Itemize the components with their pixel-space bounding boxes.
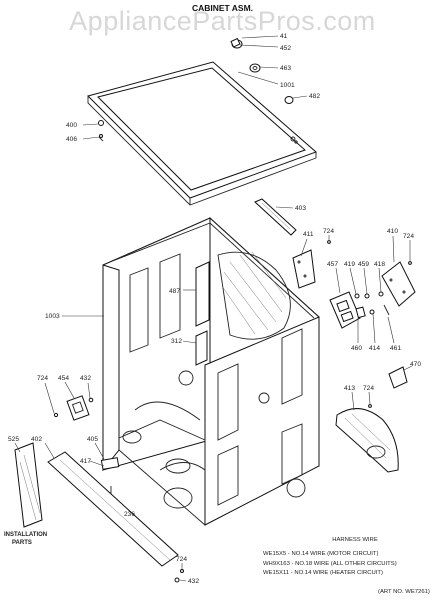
label-724-e: 724 [176,556,187,563]
label-419: 419 [344,261,355,268]
top-cover[interactable] [87,61,317,206]
label-405: 405 [87,436,98,443]
harness-wire-notes: HARNESS WIRE WE15X5 - NO.14 WIRE (MOTOR … [263,536,443,579]
toe-panel-402[interactable] [47,451,179,567]
label-417: 417 [80,458,91,465]
label-487: 487 [169,288,180,295]
label-724-a: 724 [323,228,334,235]
label-432-a: 432 [80,375,91,382]
harness-line-2: WH9X163 - NO.18 WIRE (ALL OTHER CIRCUITS… [263,560,397,567]
label-402: 402 [31,436,42,443]
installation-panel-525[interactable] [14,442,43,528]
art-number: (ART NO. WE7261) [378,589,430,595]
switch-454[interactable] [66,395,90,421]
label-411: 411 [303,231,314,238]
harness-wire-header: HARNESS WIRE [332,537,378,543]
label-1003: 1003 [45,313,60,320]
installation-line-1: INSTALLATION [4,532,48,538]
label-470: 470 [410,361,421,368]
diagram-title: CABINET ASM. [191,3,254,13]
label-414: 414 [369,345,380,352]
label-525: 525 [8,436,19,443]
label-41: 41 [280,33,288,40]
harness-line-3: WE15X11 - NO.14 WIRE (HEATER CIRCUIT) [263,570,383,577]
label-724-b: 724 [403,233,414,240]
label-459: 459 [358,261,369,268]
label-406: 406 [66,136,77,143]
label-463: 463 [280,65,291,72]
label-410: 410 [387,228,398,235]
plate-410[interactable] [381,261,416,307]
label-1001: 1001 [280,82,295,89]
label-482: 482 [309,93,320,100]
label-403: 403 [295,205,306,212]
label-236: 236 [124,511,135,518]
label-452: 452 [280,45,291,52]
installation-parts-label: INSTALLATION PARTS [4,531,64,547]
label-418: 418 [374,261,385,268]
hinge-parts[interactable] [98,37,294,142]
label-461: 461 [390,345,401,352]
cover-plate-470[interactable] [388,366,408,389]
label-724-d: 724 [363,385,374,392]
bracket-411[interactable] [292,249,316,289]
cabinet-body[interactable] [102,216,320,526]
label-413: 413 [344,385,355,392]
installation-line-2: PARTS [12,540,32,546]
label-454: 454 [58,375,69,382]
label-312: 312 [171,338,182,345]
label-460: 460 [351,345,362,352]
label-457: 457 [327,261,338,268]
front-brace[interactable] [254,198,297,236]
harness-cover-413[interactable] [335,408,399,473]
label-724-c: 724 [37,375,48,382]
label-400: 400 [66,122,77,129]
latch-405[interactable] [100,457,120,470]
label-432-b: 432 [188,578,199,585]
harness-line-1: WE15X5 - NO.14 WIRE (MOTOR CIRCUIT) [263,551,379,558]
terminal-block-457[interactable] [329,291,361,329]
watermark: AppliancePartsPros.com [69,6,376,36]
